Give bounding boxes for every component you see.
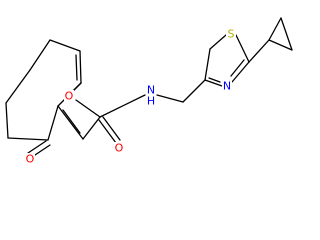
linker-bond-1 [156,94,184,103]
thiazole-bond-2 [209,34,227,50]
amide-bond-cn [99,94,146,118]
structure-canvas: O O O N H S N [5,17,293,166]
furan-bond-4b [62,109,81,134]
ketone-bond-a [27,140,47,154]
thiazole-sulfur-atom: S [226,28,236,41]
thiazole-sulfur-label: S [228,28,235,41]
amide-oxygen-label: O [115,142,124,155]
cyclopropyl-bond-4 [268,17,282,41]
amide-co-b [102,116,121,141]
ring-bond-7 [5,69,31,104]
cyclopropyl-bond-2 [268,39,293,51]
amide-oxygen-atom: O [114,142,124,155]
bond-layer [5,17,293,158]
furan-bond-3 [82,116,101,140]
ring-bond-5 [7,137,49,141]
thiazole-bond-3 [235,34,250,63]
furan-oxygen-label: O [65,90,74,103]
thiazole-nitrogen-atom: N [222,80,232,93]
furan-bond-4 [57,105,84,140]
ring-double-bond-inner [75,54,78,81]
furan-bond-2 [75,99,101,118]
ring-bond-4 [47,105,59,141]
ketone-oxygen-atom: O [25,153,35,166]
thiazole-bond-1 [204,48,211,81]
ring-bond-2 [79,50,82,84]
thiazole-bond-5 [204,79,223,87]
ketone-oxygen-label: O [26,153,35,166]
molecule-structure-diagram: O O O N H S N [5,17,293,166]
amide-co-a [98,119,117,144]
furan-bond-1 [72,82,82,92]
amide-nitrogen-atom: N H [146,84,156,108]
thiazole-nitrogen-label: N [223,80,231,93]
ring-bond-1 [49,39,81,52]
ring-bond-6 [5,102,9,139]
ring-bond-8 [29,39,51,71]
amide-hydrogen-label: H [147,95,155,108]
thiazole-bond-5b [208,77,221,83]
linker-bond-2 [182,79,206,103]
cyclopropyl-bond-3 [280,17,293,51]
furan-oxygen-atom: O [64,90,74,103]
amide-nitrogen-label: N [147,84,155,97]
thiazole-bond-4 [231,61,250,83]
thiazole-bond-4b [230,59,245,77]
cyclopropyl-bond-1 [248,39,270,63]
